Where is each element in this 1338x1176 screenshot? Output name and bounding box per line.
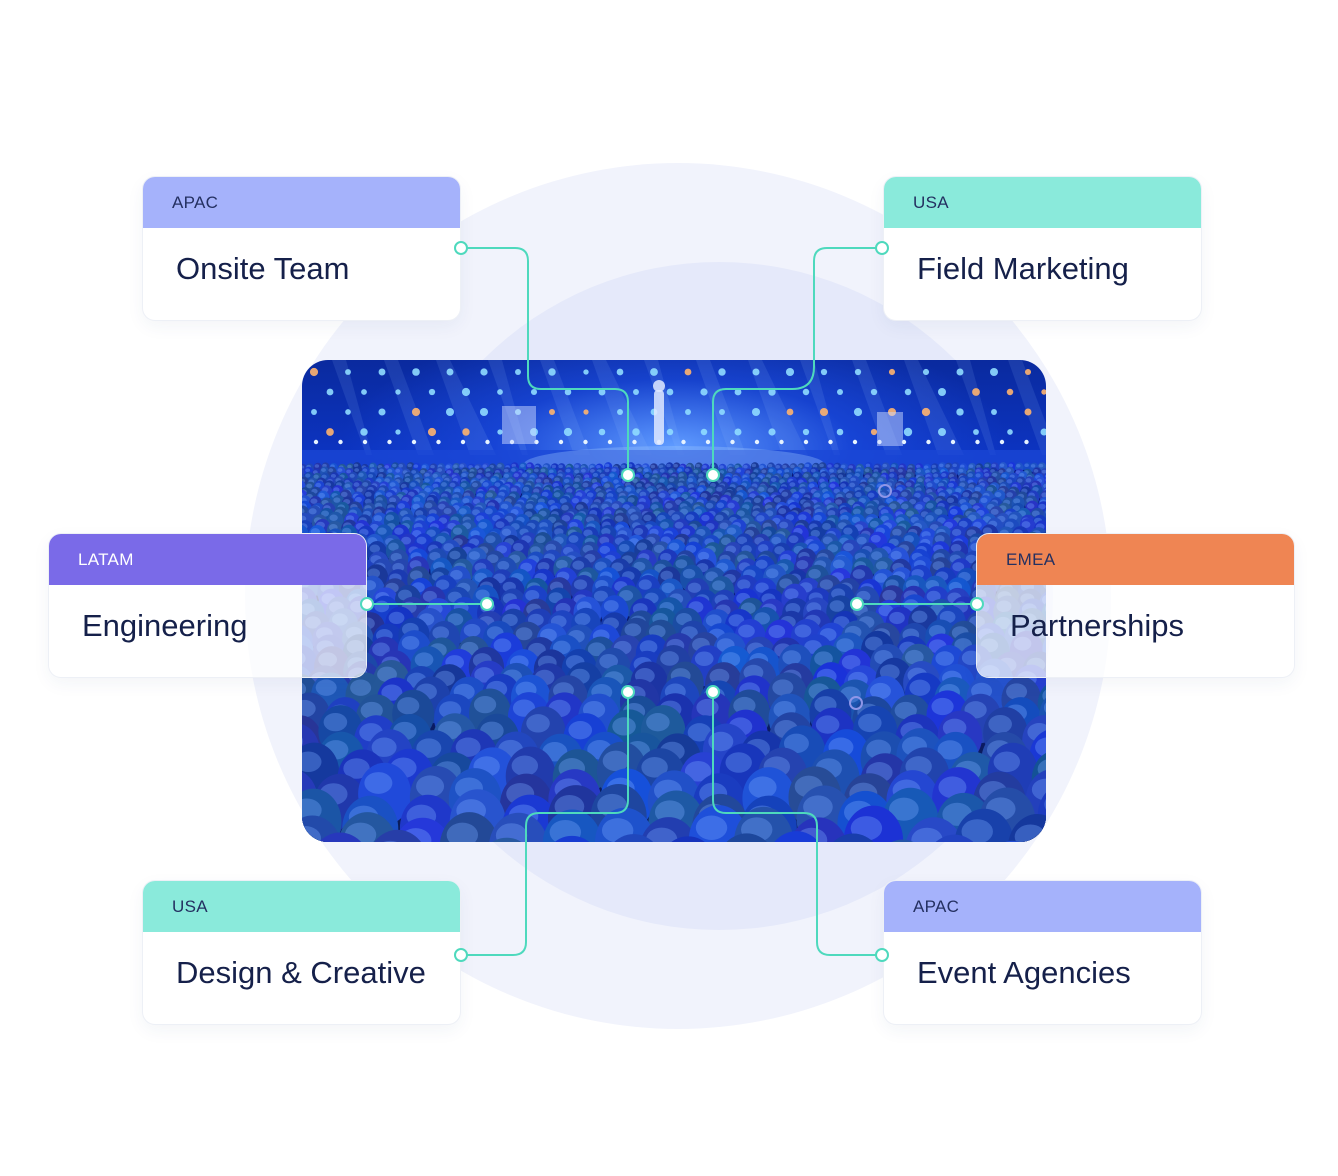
card-partnerships[interactable]: EMEA Partnerships: [977, 534, 1294, 677]
card-design-creative[interactable]: USA Design & Creative: [143, 881, 460, 1024]
card-event-agencies[interactable]: APAC Event Agencies: [884, 881, 1201, 1024]
card-field-marketing[interactable]: USA Field Marketing: [884, 177, 1201, 320]
region-tag: USA: [143, 881, 460, 932]
region-tag: LATAM: [49, 534, 366, 585]
team-title: Partnerships: [1010, 608, 1185, 643]
team-title: Engineering: [82, 608, 248, 643]
region-tag: APAC: [143, 177, 460, 228]
region-tag: APAC: [884, 881, 1201, 932]
audience-crowd: [302, 462, 1046, 842]
region-tag: EMEA: [977, 534, 1294, 585]
team-title: Event Agencies: [917, 955, 1131, 990]
region-tag: USA: [884, 177, 1201, 228]
team-title: Design & Creative: [176, 955, 426, 990]
card-onsite-team[interactable]: APAC Onsite Team: [143, 177, 460, 320]
conference-audience-photo: [302, 360, 1046, 842]
team-title: Field Marketing: [917, 251, 1129, 286]
team-title: Onsite Team: [176, 251, 350, 286]
audience-illustration: [302, 360, 1046, 842]
card-engineering[interactable]: LATAM Engineering: [49, 534, 366, 677]
